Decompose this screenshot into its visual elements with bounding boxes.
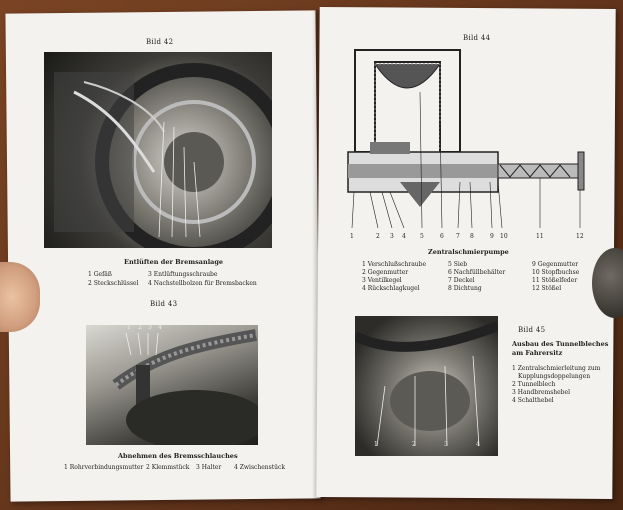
fig44-caption: Zentralschmierpumpe xyxy=(428,248,509,256)
fig44-legend-item: 2 Gegenmutter xyxy=(362,269,409,276)
fig44-legend-item: 5 Sieb xyxy=(448,261,468,268)
fig45-caption: am Fahrersitz xyxy=(512,349,563,357)
fig44-legend-item: 11 Stößelfeder xyxy=(532,277,578,284)
fig43-legend-item: 2 Klemmstück xyxy=(146,464,190,471)
fig44-legend-item: 9 Gegenmutter xyxy=(532,261,579,268)
pump-part-number: 12 xyxy=(576,233,584,240)
fig45-legend-item: Kupplungsdoppelungen xyxy=(518,373,591,380)
fig42-legend-item: 1 Gefäß xyxy=(88,271,112,278)
pump-part-number: 1 xyxy=(350,233,354,240)
fig43-legend-item: 3 Halter xyxy=(196,464,222,471)
pump-part-number: 11 xyxy=(536,233,544,240)
fig44-legend-item: 6 Nachfüllbehälter xyxy=(448,269,506,276)
fig42-legend-item: 4 Nachstellbolzen für Bremsbacken xyxy=(148,280,257,287)
fig44-legend-item: 4 Rückschlagkugel xyxy=(362,285,420,292)
pump-part-number: 6 xyxy=(440,233,444,240)
pump-part-number: 9 xyxy=(490,233,494,240)
pump-part-number: 5 xyxy=(420,233,424,240)
fig45-callout: 3 xyxy=(444,441,448,448)
fig44-legend-item: 8 Dichtung xyxy=(448,285,482,292)
fig43-legend-item: 4 Zwischenstück xyxy=(234,464,286,471)
photo-brake-hose xyxy=(86,325,258,445)
fig43-callout: 3 xyxy=(148,324,152,331)
fig45-callout: 1 xyxy=(374,441,378,448)
fig45-legend-item: 3 Handbremshebel xyxy=(512,389,570,396)
fig45-legend-item: 2 Tunnelblech xyxy=(512,381,556,388)
photo-brake-bleeding xyxy=(44,52,272,248)
pump-cross-section-diagram xyxy=(347,49,585,229)
fig45-label: Bild 45 xyxy=(518,326,546,334)
fig45-callout: 4 xyxy=(476,441,480,448)
hand-holding-book xyxy=(0,262,40,332)
pump-part-number: 2 xyxy=(376,233,380,240)
fig45-caption: Ausbau des Tunnelbleches xyxy=(512,340,609,348)
fig42-caption: Entlüften der Bremsanlage xyxy=(124,258,224,266)
fig44-legend-item: 1 Verschlußschraube xyxy=(362,261,427,268)
fig44-legend-item: 12 Stößel xyxy=(532,285,562,292)
fig44-legend-item: 10 Stopfbuchse xyxy=(532,269,580,276)
fig43-callout: 4 xyxy=(158,324,162,331)
fig43-legend-item: 1 Rohrverbindungsmutter xyxy=(64,464,144,471)
fig43-callout: 1 xyxy=(127,324,131,331)
pump-part-number: 10 xyxy=(500,233,508,240)
photo-tunnel-plate xyxy=(355,316,498,456)
fig43-caption: Abnehmen des Bremsschlauches xyxy=(118,452,238,460)
fig44-legend-item: 3 Ventilkegel xyxy=(362,277,402,284)
fig45-legend-item: 4 Schalthebel xyxy=(512,397,554,404)
pump-part-number: 3 xyxy=(390,233,394,240)
fig43-callout: 2 xyxy=(138,324,142,331)
fig43-label: Bild 43 xyxy=(150,300,178,308)
fig42-legend-item: 2 Steckschlüssel xyxy=(88,280,139,287)
fig45-legend-item: 1 Zentralschmierleitung zum xyxy=(512,365,601,372)
fig45-callout: 2 xyxy=(412,441,416,448)
pump-part-number: 8 xyxy=(470,233,474,240)
fig44-legend-item: 7 Deckel xyxy=(448,277,475,284)
round-object xyxy=(592,248,623,318)
fig42-legend-item: 3 Entlüftungsschraube xyxy=(148,271,218,278)
pump-part-number: 7 xyxy=(456,233,460,240)
fig42-label: Bild 42 xyxy=(146,38,174,46)
pump-part-number: 4 xyxy=(402,233,406,240)
fig44-label: Bild 44 xyxy=(463,34,491,42)
